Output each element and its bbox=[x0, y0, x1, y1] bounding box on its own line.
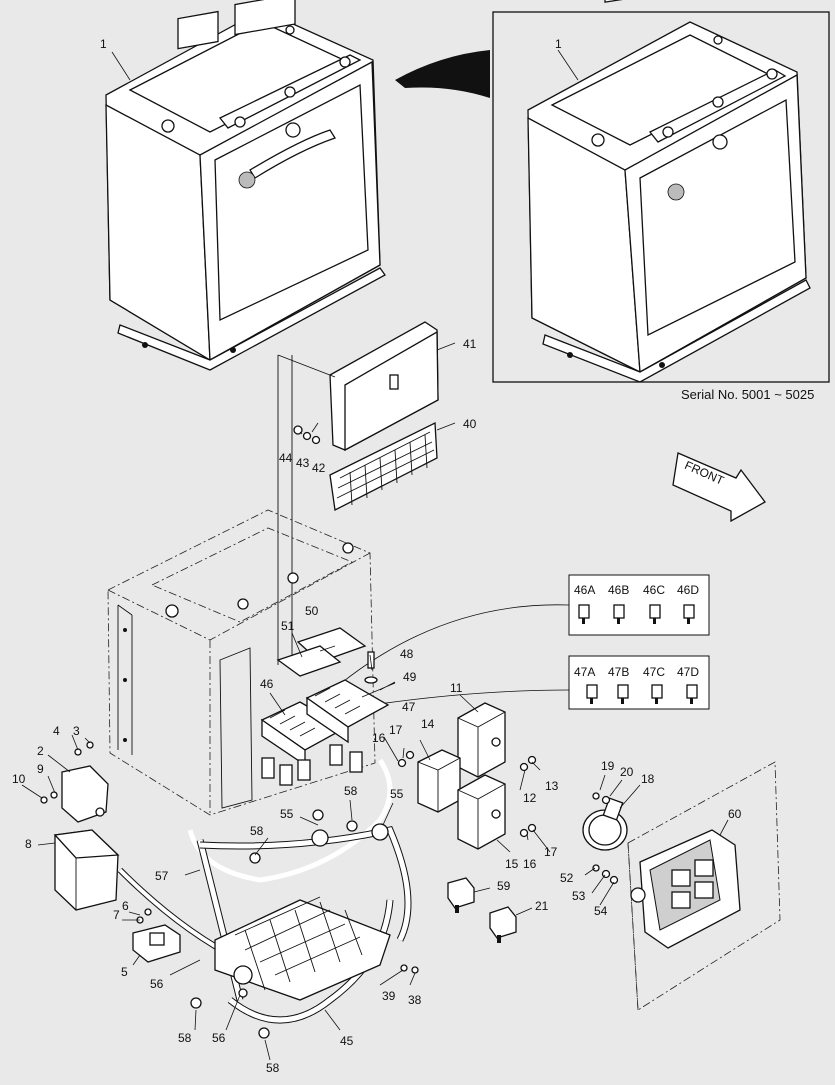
label-21: 21 bbox=[535, 899, 549, 913]
controller-60 bbox=[630, 829, 741, 949]
label-60: 60 bbox=[728, 807, 742, 821]
label-43: 43 bbox=[296, 456, 310, 470]
label-45: 45 bbox=[340, 1034, 354, 1048]
label-17b: 17 bbox=[544, 845, 558, 859]
label-18: 18 bbox=[641, 772, 655, 786]
label-47: 47 bbox=[402, 700, 416, 714]
label-56b: 56 bbox=[212, 1031, 226, 1045]
relay-21 bbox=[489, 906, 517, 943]
label-1-inset: 1 bbox=[555, 37, 562, 51]
label-44: 44 bbox=[279, 451, 293, 465]
label-3: 3 bbox=[73, 724, 80, 738]
label-5: 5 bbox=[121, 965, 128, 979]
label-1-main: 1 bbox=[100, 37, 107, 51]
label-47C: 47C bbox=[643, 665, 665, 679]
front-direction-arrow: FRONT bbox=[672, 452, 766, 523]
label-14: 14 bbox=[421, 717, 435, 731]
relay-59 bbox=[447, 877, 475, 913]
label-47D: 47D bbox=[677, 665, 699, 679]
relay-14 bbox=[417, 749, 461, 813]
controller-2 bbox=[61, 765, 109, 823]
label-17a: 17 bbox=[389, 723, 403, 737]
controller-8 bbox=[53, 829, 120, 911]
label-38: 38 bbox=[408, 993, 422, 1007]
label-16a: 16 bbox=[372, 731, 386, 745]
label-8: 8 bbox=[25, 837, 32, 851]
inset-control-box bbox=[527, 0, 811, 383]
label-46A: 46A bbox=[574, 583, 595, 597]
label-48: 48 bbox=[400, 647, 414, 661]
label-46D: 46D bbox=[677, 583, 699, 597]
label-51: 51 bbox=[281, 619, 295, 633]
label-19: 19 bbox=[601, 759, 615, 773]
label-39: 39 bbox=[382, 989, 396, 1003]
washer-49 bbox=[364, 676, 378, 684]
label-58c: 58 bbox=[178, 1031, 192, 1045]
label-15: 15 bbox=[505, 857, 519, 871]
switch-5 bbox=[132, 924, 181, 963]
label-53: 53 bbox=[572, 889, 586, 903]
washer-43 bbox=[302, 431, 312, 441]
panel-plate bbox=[627, 761, 781, 1011]
label-4: 4 bbox=[53, 724, 60, 738]
label-49: 49 bbox=[403, 670, 417, 684]
part-labels: 1 1 41 40 44 43 42 46A 46B 46C 46D 47A 4… bbox=[12, 37, 742, 1075]
module-41 bbox=[329, 321, 439, 452]
screw-42 bbox=[311, 435, 321, 445]
dashed-box-outline bbox=[107, 509, 376, 816]
label-9: 9 bbox=[37, 762, 44, 776]
label-47B: 47B bbox=[608, 665, 629, 679]
label-40: 40 bbox=[463, 417, 477, 431]
label-sheet-51 bbox=[276, 645, 342, 677]
label-50: 50 bbox=[305, 604, 319, 618]
label-10: 10 bbox=[12, 772, 26, 786]
label-56a: 56 bbox=[150, 977, 164, 991]
label-47A: 47A bbox=[574, 665, 595, 679]
control-box-cover bbox=[105, 0, 386, 371]
label-55b: 55 bbox=[390, 787, 404, 801]
label-58d: 58 bbox=[266, 1061, 280, 1075]
label-58a: 58 bbox=[250, 824, 264, 838]
label-12: 12 bbox=[523, 791, 537, 805]
fuse-box-47 bbox=[568, 655, 710, 710]
label-46C: 46C bbox=[643, 583, 665, 597]
transition-arrow bbox=[395, 50, 490, 98]
relay-15 bbox=[457, 774, 506, 850]
label-13: 13 bbox=[545, 779, 559, 793]
label-46: 46 bbox=[260, 677, 274, 691]
label-6: 6 bbox=[122, 899, 129, 913]
serial-number-note: Serial No. 5001 ~ 5025 bbox=[681, 387, 815, 402]
label-55a: 55 bbox=[280, 807, 294, 821]
label-2: 2 bbox=[37, 744, 44, 758]
label-54: 54 bbox=[594, 904, 608, 918]
label-41: 41 bbox=[463, 337, 477, 351]
label-42: 42 bbox=[312, 461, 326, 475]
label-58b: 58 bbox=[344, 784, 358, 798]
fuse-block-45 bbox=[214, 896, 391, 1001]
fuse-holder-47 bbox=[305, 679, 390, 773]
label-11: 11 bbox=[450, 681, 463, 695]
relay-11 bbox=[457, 702, 506, 778]
inset-frame bbox=[492, 11, 830, 383]
fuse-box-46 bbox=[568, 574, 710, 636]
label-59: 59 bbox=[497, 879, 511, 893]
filter-grille-40 bbox=[329, 421, 438, 511]
label-16b: 16 bbox=[523, 857, 537, 871]
buzzer-18 bbox=[582, 797, 628, 851]
label-57: 57 bbox=[155, 869, 169, 883]
label-20: 20 bbox=[620, 765, 634, 779]
label-52: 52 bbox=[560, 871, 574, 885]
label-7: 7 bbox=[113, 908, 120, 922]
label-46B: 46B bbox=[608, 583, 629, 597]
